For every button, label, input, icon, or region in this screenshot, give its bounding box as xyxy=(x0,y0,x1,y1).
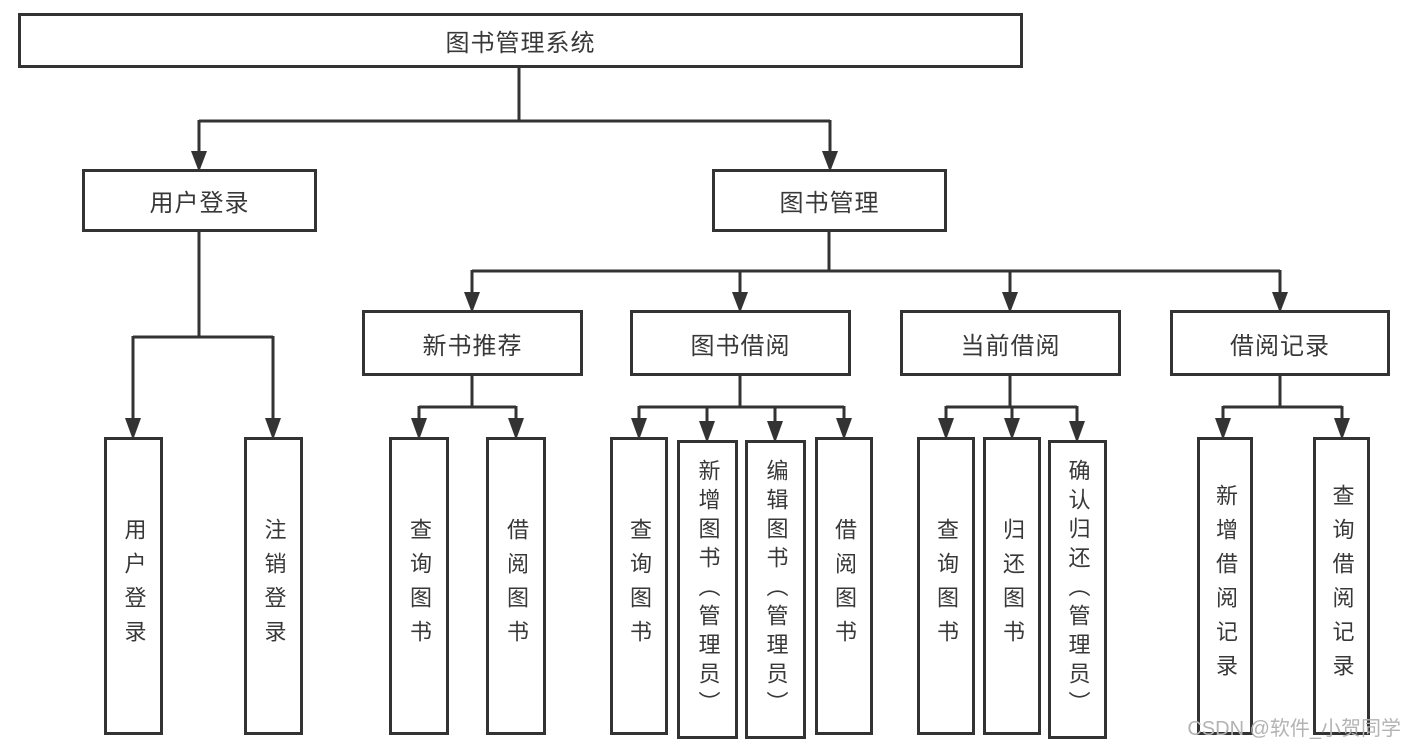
leaf-add-borrow-record: 新增借阅记录 xyxy=(1197,437,1253,735)
leaf-query-borrow-record: 查询借阅记录 xyxy=(1313,437,1370,735)
leaf-add-book-admin: 新增图书（管理员） xyxy=(677,440,738,739)
leaf-return-books: 归还图书 xyxy=(983,437,1041,735)
node-borrowing-records: 借阅记录 xyxy=(1170,310,1390,376)
node-book-management: 图书管理 xyxy=(712,169,947,232)
leaf-logout: 注销登录 xyxy=(244,437,303,735)
leaf-query-books-borrow: 查询图书 xyxy=(610,437,668,735)
leaf-query-books-current: 查询图书 xyxy=(917,437,975,735)
csdn-watermark: CSDN @软件_小贺同学 xyxy=(1187,718,1401,740)
leaf-query-books-recommend: 查询图书 xyxy=(389,437,449,735)
leaf-edit-book-admin: 编辑图书（管理员） xyxy=(745,440,806,739)
node-current-borrowing: 当前借阅 xyxy=(900,310,1121,376)
node-library-management-system: 图书管理系统 xyxy=(18,13,1023,68)
node-book-borrowing: 图书借阅 xyxy=(630,310,851,376)
leaf-user-login: 用户登录 xyxy=(104,437,163,735)
node-new-book-recommendation: 新书推荐 xyxy=(362,310,583,376)
leaf-borrow-books-recommend: 借阅图书 xyxy=(486,437,546,735)
leaf-confirm-return-admin: 确认归还（管理员） xyxy=(1048,440,1107,739)
node-user-login: 用户登录 xyxy=(82,169,317,232)
leaf-borrow-books-borrow: 借阅图书 xyxy=(815,437,873,735)
